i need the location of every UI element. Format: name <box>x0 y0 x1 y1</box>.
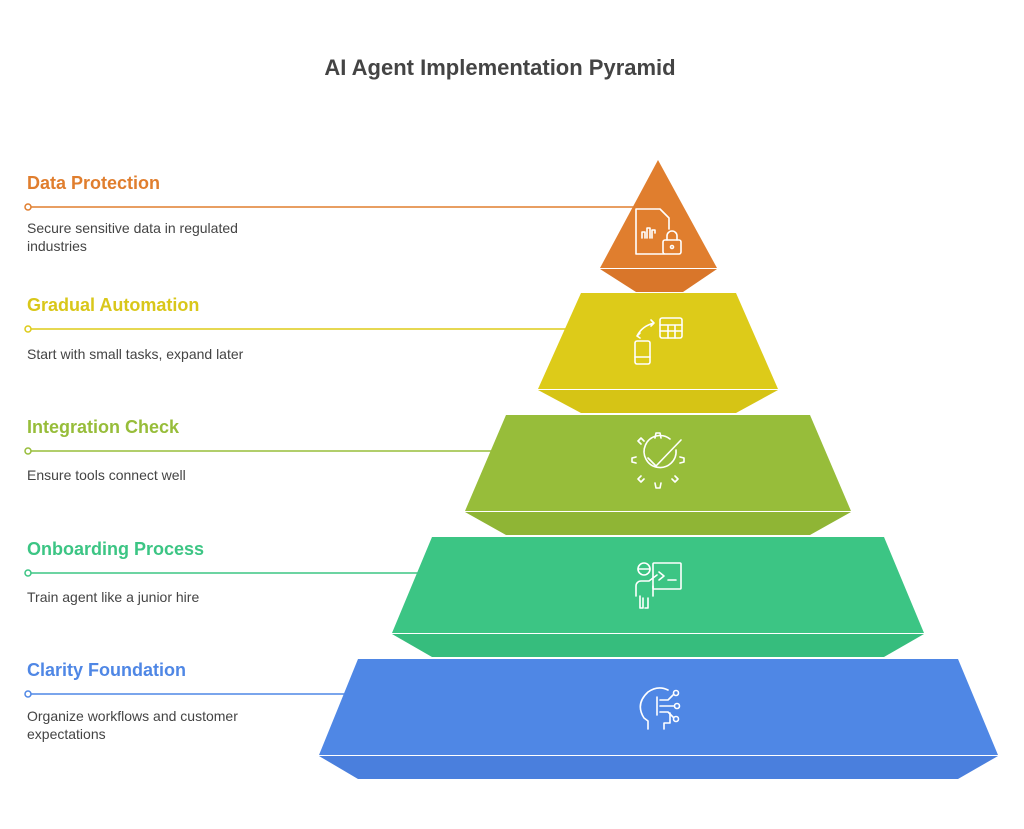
connector-dot <box>24 203 32 211</box>
level-description: Secure sensitive data in regulated indus… <box>27 220 238 254</box>
pyramid-level-onboarding-process <box>392 537 924 657</box>
level-description: Ensure tools connect well <box>27 467 186 483</box>
data-lock-icon <box>635 208 682 255</box>
level-description: Organize workflows and customer expectat… <box>27 708 238 742</box>
pyramid-level-clarity-foundation <box>319 659 998 779</box>
pyramid-level-data-protection <box>600 160 717 292</box>
diagram-title: AI Agent Implementation Pyramid <box>324 55 676 80</box>
pyramid-level-integration-check <box>465 415 851 535</box>
connector-dot <box>24 447 32 455</box>
connector-dot <box>24 325 32 333</box>
gear-check-icon <box>631 432 685 489</box>
connector-dot <box>24 690 32 698</box>
level-label: Onboarding Process <box>27 539 205 559</box>
device-sync-table-icon <box>634 317 683 365</box>
level-description: Train agent like a junior hire <box>27 589 200 605</box>
connector-dot <box>24 569 32 577</box>
level-label: Data Protection <box>27 173 161 193</box>
level-label: Integration Check <box>27 417 180 437</box>
level-label: Gradual Automation <box>27 295 200 315</box>
person-terminal-icon <box>635 562 682 609</box>
head-circuit-icon <box>639 687 681 730</box>
pyramid-level-gradual-automation <box>538 293 778 413</box>
level-description: Start with small tasks, expand later <box>27 346 244 362</box>
level-label: Clarity Foundation <box>27 660 186 680</box>
